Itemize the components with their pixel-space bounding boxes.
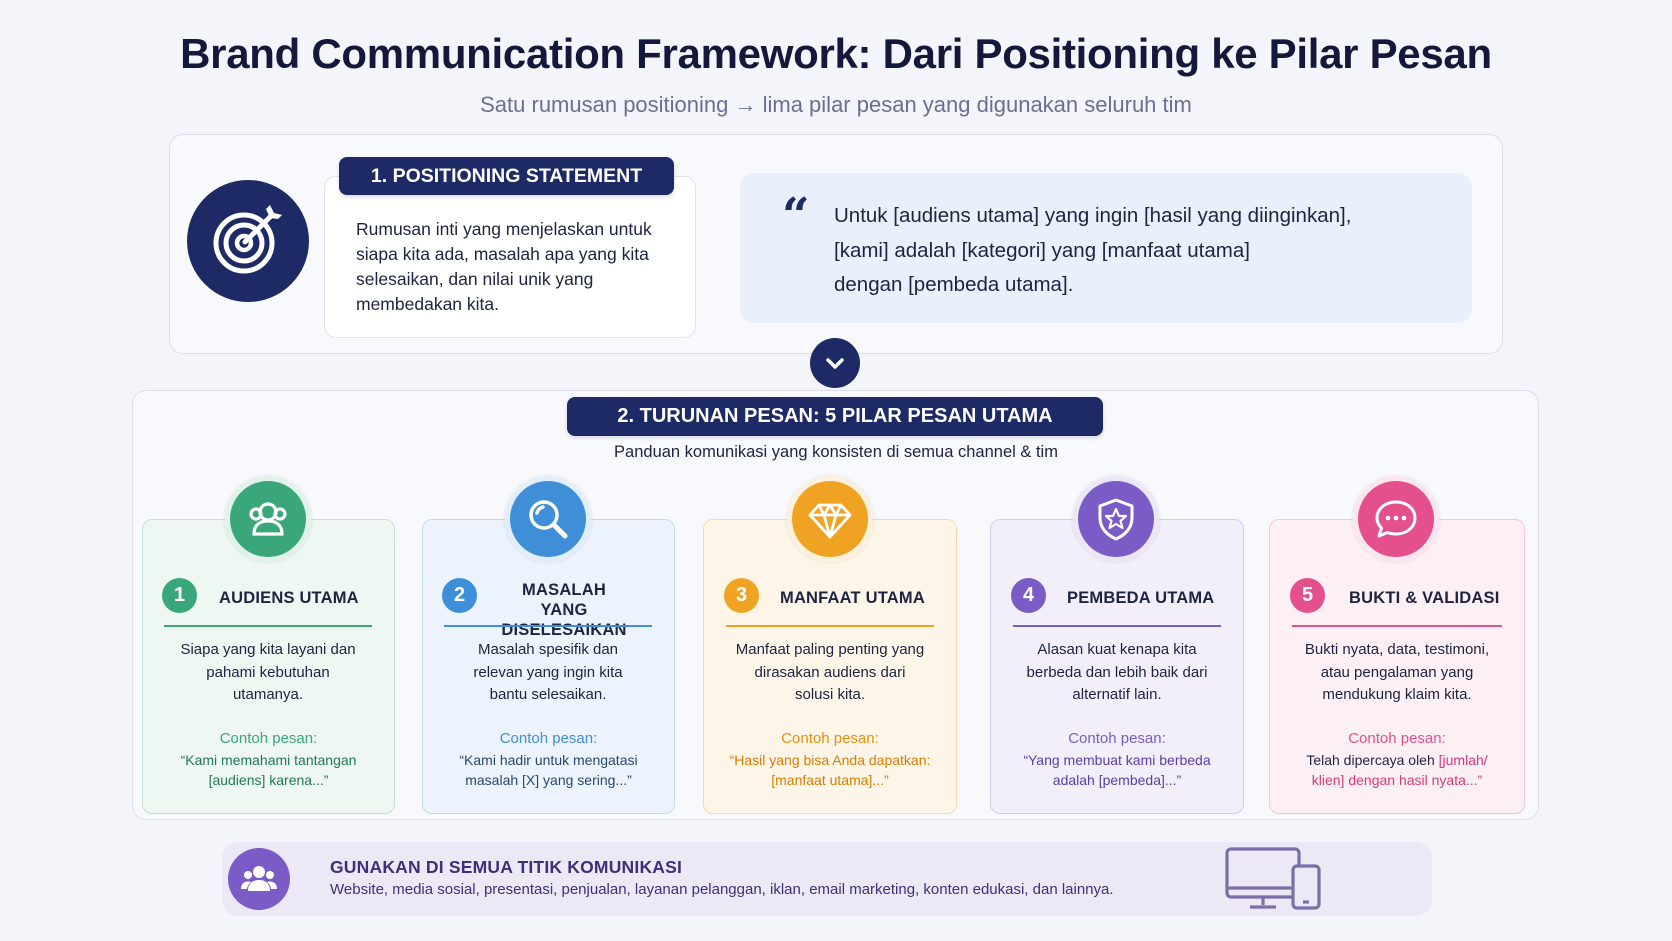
positioning-label: 1. POSITIONING STATEMENT — [339, 157, 674, 195]
users-icon — [225, 476, 311, 562]
pillar-number: 1 — [162, 578, 197, 613]
pillar-card-audiens — [142, 519, 395, 814]
pillar-title: AUDIENS UTAMA — [219, 589, 359, 607]
example-text: “Hasil yang bisa Anda dapatkan: [manfaat… — [729, 752, 931, 788]
pillar-description: Bukti nyata, data, testimoni, atau penga… — [1304, 641, 1490, 703]
pillar-description: Siapa yang kita layani dan pahami kebutu… — [180, 641, 356, 703]
pillars-label: 2. TURUNAN PESAN: 5 PILAR PESAN UTAMA — [567, 397, 1103, 436]
pillars-subtitle: Panduan komunikasi yang konsisten di sem… — [614, 443, 1058, 461]
pillar-number: 3 — [724, 578, 759, 613]
example-label: Contoh pesan: — [499, 730, 598, 747]
example-text: “Yang membuat kami berbeda adalah [pembe… — [1023, 752, 1211, 788]
diamond-icon — [787, 476, 873, 562]
pillar-description: Alasan kuat kenapa kita berbeda dan lebi… — [1026, 641, 1208, 703]
divider — [726, 625, 934, 627]
example-text: Telah dipercaya oleh [jumlah/ klien] den… — [1289, 751, 1505, 790]
positioning-description: Rumusan inti yang menjelaskan untuk siap… — [356, 219, 652, 314]
pillar-title: MANFAAT UTAMA — [780, 589, 925, 607]
quote-line: dengan [pembeda utama]. — [834, 273, 1074, 296]
example-prefix: Telah dipercaya oleh — [1306, 752, 1435, 768]
quote-line: Untuk [audiens utama] yang ingin [hasil … — [834, 204, 1352, 227]
quote-line: [kami] adalah [kategori] yang [manfaat u… — [834, 238, 1250, 262]
divider — [164, 625, 372, 627]
divider — [1292, 625, 1502, 627]
target-icon — [187, 180, 309, 302]
pillar-description: Manfaat paling penting yang dirasakan au… — [735, 641, 925, 703]
chat-icon — [1353, 476, 1439, 562]
search-icon — [505, 476, 591, 562]
usage-title: GUNAKAN DI SEMUA TITIK KOMUNIKASI — [330, 857, 683, 877]
pillar-title: MASALAH YANG DISELESAIKAN — [484, 580, 644, 640]
quote-icon: “ — [782, 188, 810, 244]
example-label: Contoh pesan: — [219, 730, 318, 747]
page-title: Brand Communication Framework: Dari Posi… — [180, 30, 1492, 77]
chevron-down-icon — [810, 338, 860, 388]
pillar-title: BUKTI & VALIDASI — [1349, 589, 1500, 607]
pillar-number: 2 — [442, 578, 477, 613]
pillar-title-line: YANG DISELESAIKAN — [501, 601, 627, 639]
pillar-title: PEMBEDA UTAMA — [1067, 589, 1215, 607]
pillar-card-manfaat — [703, 519, 957, 814]
shield-star-icon — [1073, 476, 1159, 562]
example-body: [jumlah/ klien] dengan hasil nyata...” — [1311, 752, 1488, 788]
positioning-quote: Untuk [audiens utama] yang ingin [hasil … — [834, 199, 1444, 303]
example-label: Contoh pesan: — [1068, 730, 1166, 747]
usage-banner — [222, 842, 1432, 916]
pillar-description: Masalah spesifik dan relevan yang ingin … — [473, 641, 623, 703]
divider — [1013, 625, 1221, 627]
pillar-card-masalah — [422, 519, 675, 814]
example-label: Contoh pesan: — [781, 730, 879, 747]
page-subtitle: Satu rumusan positioning → lima pilar pe… — [480, 92, 1192, 117]
divider — [444, 625, 652, 627]
usage-text: Website, media sosial, presentasi, penju… — [330, 881, 1114, 898]
pillar-title-line: MASALAH — [522, 581, 606, 599]
example-text: “Kami hadir untuk mengatasi masalah [X] … — [459, 752, 638, 788]
example-label: Contoh pesan: — [1348, 730, 1446, 747]
pillar-number: 5 — [1290, 578, 1325, 613]
pillar-card-pembeda — [990, 519, 1244, 814]
positioning-quote-box — [740, 173, 1472, 323]
people-icon — [228, 848, 290, 910]
example-text: “Kami memahami tantangan [audiens] karen… — [180, 752, 357, 788]
pillar-number: 4 — [1011, 578, 1046, 613]
devices-icon — [1224, 846, 1324, 912]
